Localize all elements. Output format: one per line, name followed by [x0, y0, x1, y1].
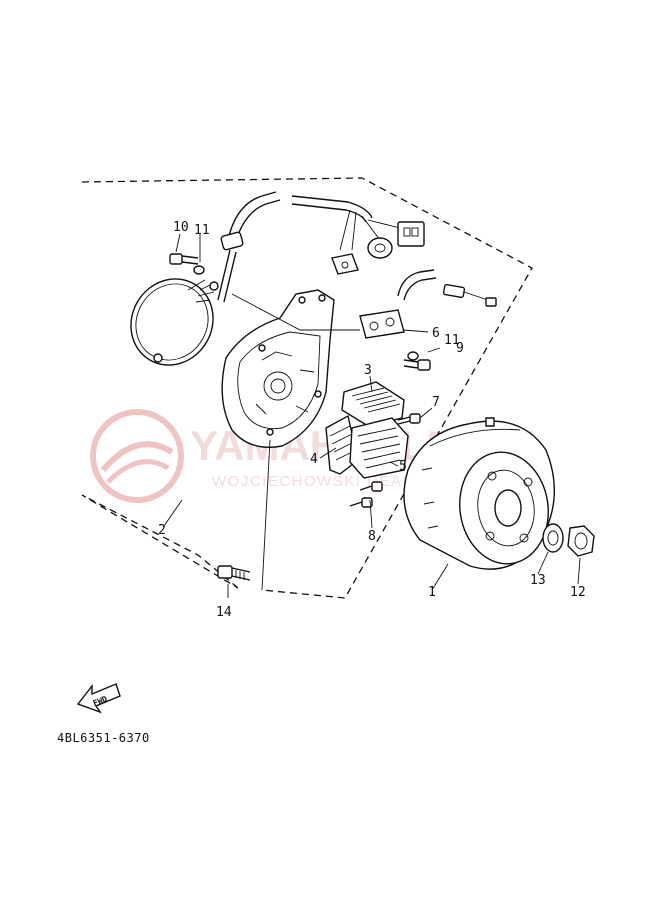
label-13: 13: [530, 573, 546, 588]
pickup-coil-6: [359, 269, 497, 339]
bolt-10: [169, 253, 199, 265]
label-7: 7: [432, 395, 440, 410]
washer-11: [193, 265, 205, 275]
screw-8: [349, 481, 383, 508]
label-12: 12: [570, 585, 586, 600]
label-1: 1: [428, 585, 436, 600]
nut-12: [567, 525, 595, 557]
washer-11-right: [407, 351, 419, 361]
label-11-left: 11: [194, 223, 210, 238]
bolt-14: [217, 565, 251, 581]
label-10: 10: [173, 220, 189, 235]
label-9: 9: [456, 341, 464, 356]
label-5: 5: [399, 459, 407, 474]
label-3: 3: [364, 363, 372, 378]
rotor-1: [403, 417, 555, 570]
watermark-logo-icon: [90, 409, 184, 503]
label-6: 6: [432, 326, 440, 341]
wire-harness: [217, 191, 425, 303]
washer-13: [542, 523, 564, 553]
leader-lines: [163, 233, 581, 598]
label-11-right: 11: [444, 333, 460, 348]
wire-loop: [130, 278, 219, 366]
label-14: 14: [216, 605, 232, 620]
label-2: 2: [158, 523, 166, 538]
coil-3: [341, 381, 405, 427]
label-8: 8: [368, 529, 376, 544]
label-4: 4: [310, 452, 318, 467]
fwd-arrow-icon: FWD: [76, 683, 121, 714]
screw-7: [397, 413, 421, 425]
stator-plate: [221, 289, 335, 448]
bolt-9: [403, 359, 431, 371]
drawing-code: 4BL6351-6370: [57, 731, 150, 745]
coil-5: [349, 417, 409, 479]
